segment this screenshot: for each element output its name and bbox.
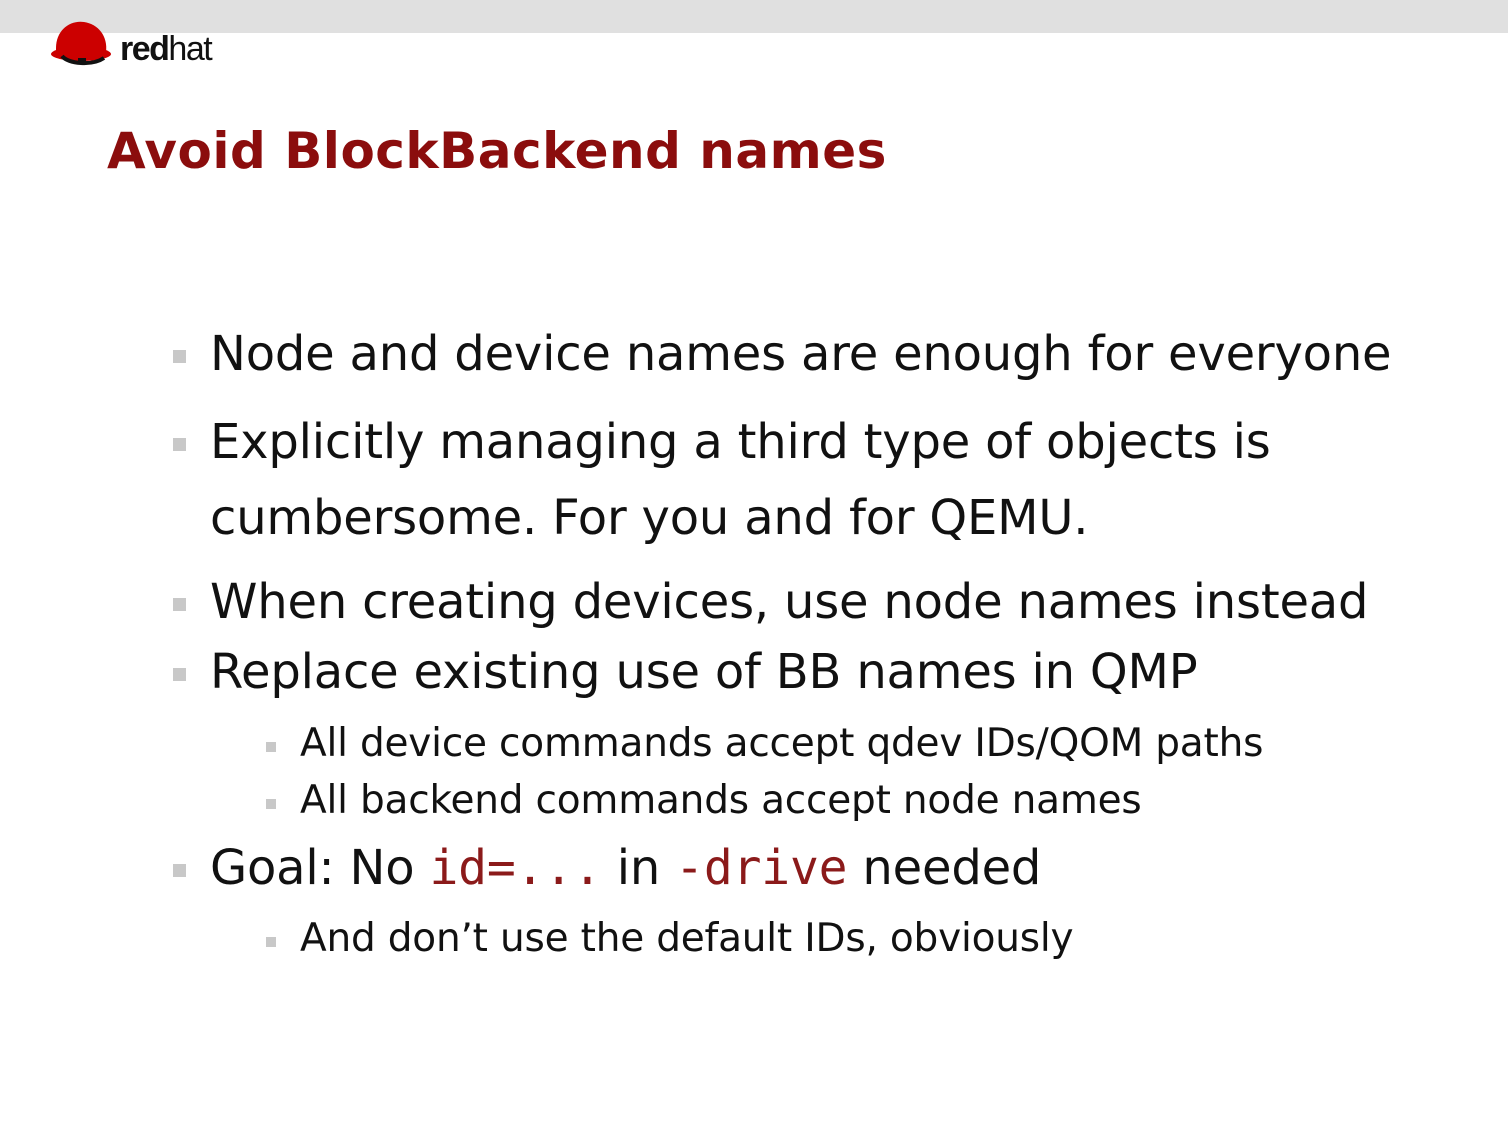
goal-prefix: Goal: No [210, 840, 430, 896]
bullet-marker [173, 350, 186, 363]
sub-bullet-item: All backend commands accept node names [300, 778, 1142, 823]
bullet-marker [173, 864, 186, 877]
bullet-item: Node and device names are enough for eve… [210, 326, 1392, 382]
bullet-item: Explicitly managing a third type of obje… [210, 414, 1271, 470]
redhat-logo: redhat [48, 18, 248, 70]
bullet-marker [173, 438, 186, 451]
top-bar [0, 0, 1508, 33]
code-id: id=... [429, 840, 602, 896]
sub-bullet-marker [266, 742, 276, 752]
goal-suffix: needed [847, 840, 1042, 896]
sub-bullet-marker [266, 937, 276, 947]
sub-bullet-marker [266, 799, 276, 809]
sub-bullet-item: All device commands accept qdev IDs/QOM … [300, 721, 1264, 766]
bullet-item: Replace existing use of BB names in QMP [210, 644, 1198, 700]
bullet-item-continuation: cumbersome. For you and for QEMU. [210, 490, 1089, 546]
code-drive: -drive [675, 840, 848, 896]
sub-bullet-item: And don’t use the default IDs, obviously [300, 916, 1074, 961]
shadowman-icon [51, 21, 111, 65]
bullet-item: Goal: No id=... in -drive needed [210, 840, 1041, 896]
bullet-marker [173, 668, 186, 681]
bullet-marker [173, 598, 186, 611]
redhat-wordmark: redhat [120, 30, 213, 68]
bullet-item: When creating devices, use node names in… [210, 574, 1369, 630]
slide-title: Avoid BlockBackend names [107, 122, 887, 180]
goal-middle: in [601, 840, 676, 896]
